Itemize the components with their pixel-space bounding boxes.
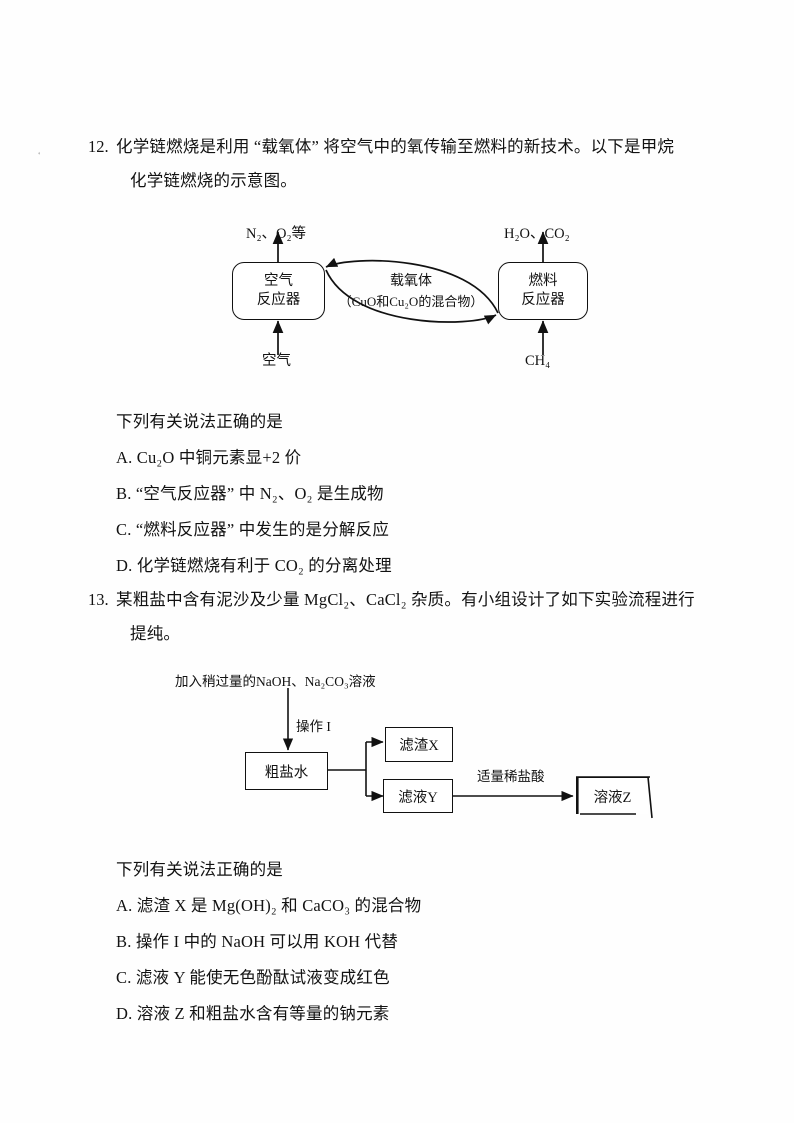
- chemical-looping-svg: [272, 231, 549, 355]
- fuel-reactor-box: 燃料 反应器: [498, 262, 588, 320]
- oxygen-carrier-label: 载氧体 （CuO和Cu₂O的混合物）: [325, 272, 497, 312]
- air-reactor-line-1: 空气: [264, 273, 293, 289]
- reagent-label: 加入稍过量的NaOH、Na₂CO₃溶液: [175, 674, 376, 689]
- dilute-acid-label: 适量稀盐酸: [477, 769, 545, 784]
- crude-brine-box: 粗盐水: [245, 752, 328, 790]
- question-12-stem-line-2: 化学链燃烧的示意图。: [130, 171, 297, 190]
- question-12-option-a[interactable]: A. Cu₂O 中铜元素显+2 价: [116, 448, 302, 467]
- question-12-number: 12.: [88, 137, 109, 156]
- oxygen-carrier-line-1: 载氧体: [390, 274, 432, 289]
- question-13-stem-line-2: 提纯。: [130, 624, 181, 643]
- question-13-option-a[interactable]: A. 滤渣 X 是 Mg(OH)₂ 和 CaCO₃ 的混合物: [116, 896, 422, 915]
- question-13-answers: 下列有关说法正确的是 A. 滤渣 X 是 Mg(OH)₂ 和 CaCO₃ 的混合…: [116, 852, 421, 1032]
- oxygen-carrier-line-2: （CuO和Cu₂O的混合物）: [338, 294, 484, 309]
- flowchart-svg: [282, 688, 574, 802]
- question-13-option-d[interactable]: D. 溶液 Z 和粗盐水含有等量的钠元素: [116, 1004, 390, 1023]
- operation-label: 操作 I: [296, 719, 331, 734]
- question-12-option-d[interactable]: D. 化学链燃烧有利于 CO₂ 的分离处理: [116, 556, 392, 575]
- question-12-answers: 下列有关说法正确的是 A. Cu₂O 中铜元素显+2 价 B. “空气反应器” …: [116, 404, 392, 584]
- question-12-option-c[interactable]: C. “燃料反应器” 中发生的是分解反应: [116, 520, 390, 539]
- air-reactor-box: 空气 反应器: [232, 262, 325, 320]
- filtrate-box: 滤液Y: [383, 779, 453, 813]
- question-13-prompt: 下列有关说法正确的是: [116, 860, 283, 879]
- question-13-option-c[interactable]: C. 滤液 Y 能使无色酚酞试液变成红色: [116, 968, 390, 987]
- solution-z-box-broken-edges: [576, 776, 653, 819]
- scan-artifact-mark: ʻ: [37, 149, 42, 161]
- question-12-option-b[interactable]: B. “空气反应器” 中 N₂、O₂ 是生成物: [116, 484, 384, 503]
- diagram1-bottom-left-label: 空气: [262, 353, 291, 369]
- question-12-stem-line-1: 化学链燃烧是利用 “载氧体” 将空气中的氧传输至燃料的新技术。以下是甲烷: [116, 137, 675, 156]
- question-13: 13. 某粗盐中含有泥沙及少量 MgCl₂、CaCl₂ 杂质。有小组设计了如下实…: [88, 583, 748, 651]
- solution-z-box: 溶液Z: [576, 777, 648, 814]
- diagram1-bottom-right-label: CH₄: [525, 353, 551, 369]
- question-13-option-b[interactable]: B. 操作 I 中的 NaOH 可以用 KOH 代替: [116, 932, 399, 951]
- fuel-reactor-line-2: 反应器: [521, 292, 565, 308]
- question-12-prompt: 下列有关说法正确的是: [116, 412, 283, 431]
- question-12: 12. 化学链燃烧是利用 “载氧体” 将空气中的氧传输至燃料的新技术。以下是甲烷…: [88, 130, 748, 198]
- filter-residue-box: 滤渣X: [385, 727, 453, 762]
- question-13-number: 13.: [88, 590, 109, 609]
- question-13-stem-line-1: 某粗盐中含有泥沙及少量 MgCl₂、CaCl₂ 杂质。有小组设计了如下实验流程进…: [116, 590, 695, 609]
- diagram1-top-left-label: N₂、O₂等: [246, 226, 307, 242]
- diagram1-top-right-label: H₂O、CO₂: [504, 226, 570, 242]
- fuel-reactor-line-1: 燃料: [528, 273, 558, 289]
- air-reactor-line-2: 反应器: [256, 292, 301, 308]
